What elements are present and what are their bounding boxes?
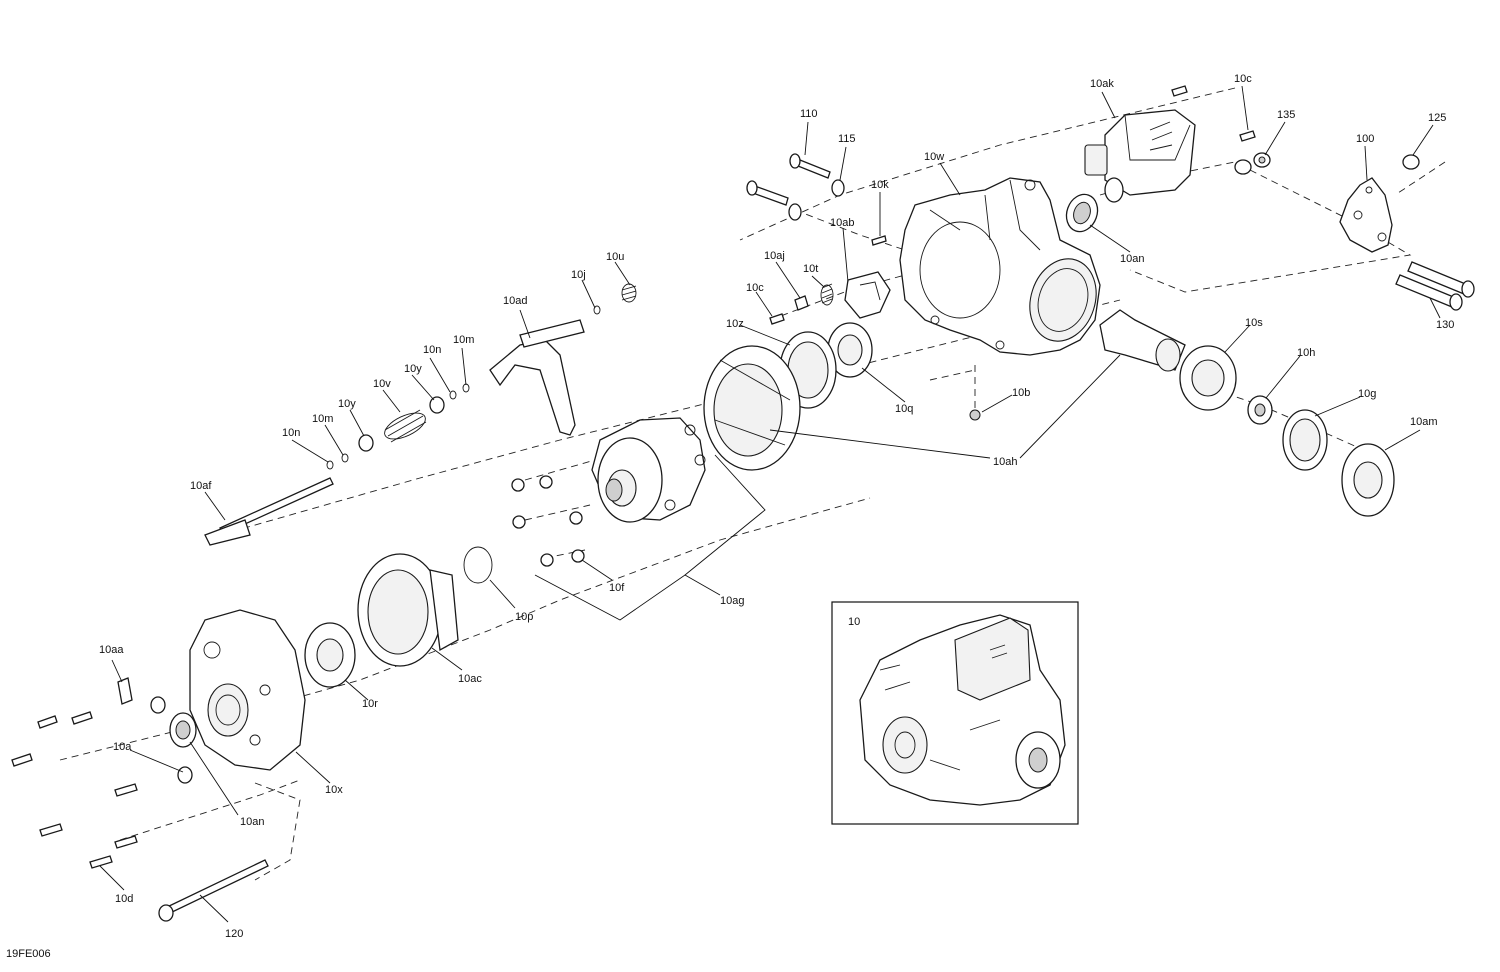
label-110: 110 xyxy=(800,108,818,120)
bearing-10s xyxy=(1179,345,1237,411)
assembled-view-inset xyxy=(831,601,1079,825)
cover-10x xyxy=(189,609,306,771)
label-10m-low: 10m xyxy=(312,413,333,425)
label-10r: 10r xyxy=(362,698,378,710)
label-135: 135 xyxy=(1277,109,1295,121)
label-10k: 10k xyxy=(871,179,889,191)
label-10af: 10af xyxy=(190,480,212,492)
pinion-shaft xyxy=(1099,309,1186,372)
plate-10ab xyxy=(844,271,891,319)
mount-bracket-100 xyxy=(1339,177,1393,253)
label-10h: 10h xyxy=(1297,347,1315,359)
long-bolt-120 xyxy=(158,859,269,922)
shift-shaft-10af xyxy=(204,477,334,546)
label-10an-low: 10an xyxy=(240,816,264,828)
label-130: 130 xyxy=(1436,319,1454,331)
label-10v: 10v xyxy=(373,378,391,390)
ring-gear-10ah xyxy=(703,345,801,471)
clips-10m-10n xyxy=(326,383,470,470)
label-10ab: 10ab xyxy=(830,217,854,229)
seal-10an-low xyxy=(169,712,197,748)
nut-125 xyxy=(1402,154,1420,170)
label-115: 115 xyxy=(838,133,856,145)
spring-10v xyxy=(384,409,427,443)
label-10m-top: 10m xyxy=(453,334,474,346)
label-10x: 10x xyxy=(325,784,343,796)
label-10d: 10d xyxy=(115,893,133,905)
seal-10am xyxy=(1341,443,1395,517)
label-10a: 10a xyxy=(113,741,132,753)
clip-10j xyxy=(593,305,601,315)
screw-10c-mid xyxy=(769,313,785,325)
label-10ah: 10ah xyxy=(993,456,1017,468)
bearing-10r xyxy=(304,622,356,688)
bushing-10y xyxy=(358,396,445,452)
label-10q: 10q xyxy=(895,403,913,415)
label-10ac: 10ac xyxy=(458,673,482,685)
label-10s: 10s xyxy=(1245,317,1263,329)
shift-actuator-10ak xyxy=(1084,109,1196,203)
label-10u: 10u xyxy=(606,251,624,263)
label-10am: 10am xyxy=(1410,416,1438,428)
label-10aa: 10aa xyxy=(99,644,124,656)
bolts-10d xyxy=(11,711,138,869)
label-10w: 10w xyxy=(924,151,944,163)
label-10y-low: 10y xyxy=(338,398,356,410)
bolts-130 xyxy=(1395,261,1475,311)
ring-10g xyxy=(1282,409,1328,471)
label-10n-top: 10n xyxy=(423,344,441,356)
callout-leaders xyxy=(99,85,1441,923)
label-10p: 10p xyxy=(515,611,533,623)
fitting-10aa xyxy=(117,677,133,705)
label-10y-top: 10y xyxy=(404,363,422,375)
inset-label: 10 xyxy=(848,616,860,628)
bolts-110 xyxy=(746,153,831,206)
housing-10w xyxy=(899,177,1101,356)
plug-10b xyxy=(969,409,981,421)
label-10c-top: 10c xyxy=(1234,73,1252,85)
nut-10h xyxy=(1247,395,1273,425)
pin-10k xyxy=(871,235,887,246)
nuts-135 xyxy=(1234,152,1271,175)
label-10t: 10t xyxy=(803,263,818,275)
clip-10aj xyxy=(794,295,809,311)
label-10ag: 10ag xyxy=(720,595,744,607)
spring-10t xyxy=(820,283,834,306)
shift-fork-10ad xyxy=(489,319,585,436)
bearing-10q xyxy=(827,322,873,378)
washers-115 xyxy=(788,179,845,221)
o-ring-10p xyxy=(463,546,493,584)
label-10z: 10z xyxy=(726,318,744,330)
hub-10ac xyxy=(357,553,459,667)
callout-labels: 110 115 10w 10k 10ak 10c 135 125 100 10a… xyxy=(99,73,1454,940)
label-10b: 10b xyxy=(1012,387,1030,399)
label-10j: 10j xyxy=(571,269,586,281)
label-125: 125 xyxy=(1428,112,1446,124)
drawing-code: 19FE006 xyxy=(6,948,51,960)
label-10ad: 10ad xyxy=(503,295,527,307)
label-120: 120 xyxy=(225,928,243,940)
screws-10f xyxy=(511,475,585,567)
label-10g: 10g xyxy=(1358,388,1376,400)
label-100: 100 xyxy=(1356,133,1374,145)
label-10n-low: 10n xyxy=(282,427,300,439)
label-10ak: 10ak xyxy=(1090,78,1114,90)
label-10an-top: 10an xyxy=(1120,253,1144,265)
label-10c-mid: 10c xyxy=(746,282,764,294)
seal-10an-top xyxy=(1065,193,1099,233)
spring-10u xyxy=(621,283,637,303)
screw-10c-top xyxy=(1171,85,1256,142)
label-10f: 10f xyxy=(609,582,625,594)
differential-case-10ag xyxy=(591,417,706,523)
label-10aj: 10aj xyxy=(764,250,785,262)
